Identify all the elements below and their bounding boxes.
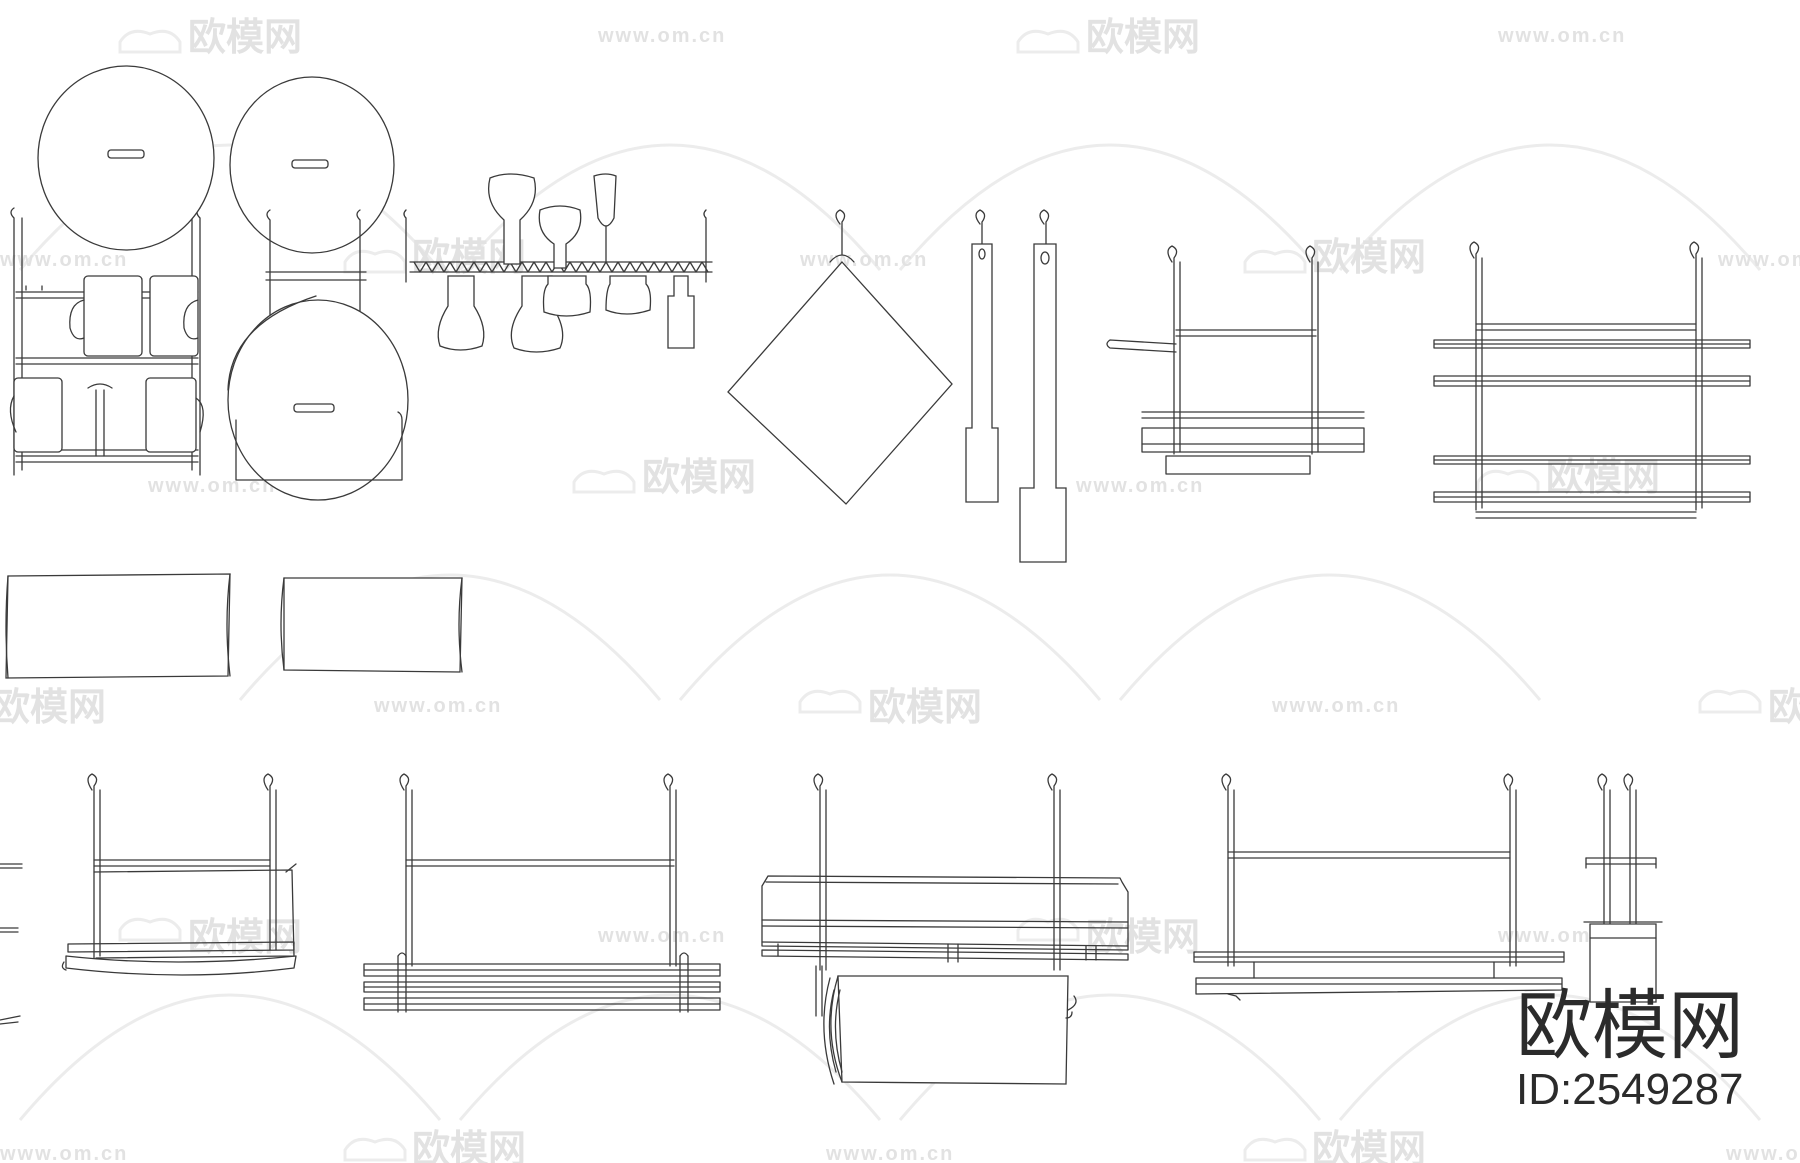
shot-glass — [667, 275, 695, 349]
watermark-url: www.om.cn — [597, 25, 726, 47]
watermark-brand: 欧模网 — [188, 917, 302, 959]
watermark-5: 欧模网 — [572, 457, 756, 499]
watermark-brand: 欧模网 — [1546, 457, 1660, 499]
hanging-pot-holder — [727, 209, 953, 505]
sofa-logo-icon — [1476, 469, 1540, 494]
pot-lid — [227, 299, 409, 501]
utensil-holder — [1583, 773, 1663, 1003]
angled-tray-rack — [61, 773, 297, 976]
watermark-url: www.om.cn — [373, 695, 502, 717]
edge-fragments — [0, 863, 23, 1025]
sofa-logo-icon — [343, 1137, 407, 1162]
watermark-url: www.om.cn — [799, 249, 928, 271]
sofa-logo-icon — [343, 249, 407, 274]
sofa-logo-icon — [118, 917, 182, 942]
brand-stamp: 欧模网 ID:2549287 — [1516, 981, 1744, 1114]
watermark-3: 欧模网 — [343, 237, 526, 279]
watermark-url: www.om.cn — [0, 249, 128, 271]
sofa-logo-icon — [572, 469, 636, 494]
paper-roll — [5, 573, 231, 679]
wine-glass — [437, 275, 485, 351]
watermark-brand: 欧模网 — [412, 1129, 526, 1163]
utensil-cup — [1589, 923, 1657, 1003]
watermark-brand: 欧模网 — [0, 687, 106, 729]
paper-roll — [837, 975, 1069, 1085]
sofa-logo-icon — [1698, 689, 1762, 714]
watermark-url: www.om.cn — [597, 925, 726, 947]
sofa-logo-icon — [1243, 249, 1307, 274]
watermark-9: 欧模网 — [1698, 687, 1800, 729]
towel-holder-shelf — [761, 773, 1129, 1085]
cup-rack — [9, 207, 204, 476]
watermark-10: 欧模网 — [118, 917, 302, 959]
sofa-logo-icon — [1016, 917, 1080, 942]
cup — [149, 275, 199, 357]
paper-rolls — [5, 573, 463, 679]
paper-roll — [283, 577, 463, 673]
watermark-url: www.om.cn — [825, 1143, 954, 1163]
watermark-brand: 欧模网 — [188, 17, 302, 59]
lid-rack — [37, 65, 409, 501]
spatula — [1019, 243, 1067, 563]
sofa-logo-icon — [118, 29, 182, 54]
watermark-url: www.om.cn — [1271, 695, 1400, 717]
watermark-brand: 欧模网 — [642, 457, 756, 499]
watermark-8: 欧模网 — [798, 687, 982, 729]
simple-shelf — [1193, 773, 1565, 1001]
cup — [145, 377, 197, 453]
wine-glass-rail — [403, 173, 713, 353]
watermark-url: www.om.cn — [1075, 475, 1204, 497]
watermark-brand: 欧模网 — [868, 687, 982, 729]
cutting-board-rack — [1106, 245, 1365, 475]
hanging-spatulas — [965, 209, 1067, 563]
watermark-url: www.om.cn — [1497, 25, 1626, 47]
long-shelf — [363, 773, 721, 1013]
watermark-6: 欧模网 — [1476, 457, 1660, 499]
sofa-logo-icon — [1243, 1137, 1307, 1162]
watermark-brand: 欧模网 — [1768, 687, 1800, 729]
watermark-2: 欧模网 — [1016, 17, 1200, 59]
cup — [83, 275, 143, 357]
sofa-logo-icon — [1016, 29, 1080, 54]
watermark-url: www.om.cn — [1717, 249, 1800, 271]
watermark-11: 欧模网 — [1016, 917, 1200, 959]
watermark-brand: 欧模网 — [1086, 917, 1200, 959]
watermark-url: www.om.cn — [0, 1143, 128, 1163]
watermark-7: 欧模网 — [0, 687, 106, 729]
wine-glass — [542, 275, 592, 317]
wine-glass — [593, 173, 617, 227]
watermark-brand: 欧模网 — [1312, 237, 1426, 279]
watermark-1: 欧模网 — [118, 17, 302, 59]
watermark-url: www.om.cn — [147, 475, 276, 497]
two-tier-shelf — [1433, 241, 1751, 519]
watermark-13: 欧模网 — [1243, 1129, 1426, 1163]
watermark-brand: 欧模网 — [1312, 1129, 1426, 1163]
wine-glass — [605, 275, 652, 315]
cup — [13, 377, 63, 453]
watermark-group: 欧模网 www.om.cn 欧模网 www.om.cn www.om.cn 欧模… — [0, 17, 1800, 1163]
spatula — [965, 243, 999, 503]
wine-glass — [487, 173, 537, 265]
brand-name: 欧模网 — [1516, 981, 1744, 1070]
watermark-12: 欧模网 — [343, 1129, 526, 1163]
brand-id: ID:2549287 — [1516, 1065, 1744, 1114]
watermark-4: 欧模网 — [1243, 237, 1426, 279]
pot-holder — [727, 261, 953, 505]
sofa-logo-icon — [798, 689, 862, 714]
watermark-brand: 欧模网 — [1086, 17, 1200, 59]
watermark-url: www.om.cn — [1725, 1143, 1800, 1163]
wine-glass — [538, 205, 582, 269]
